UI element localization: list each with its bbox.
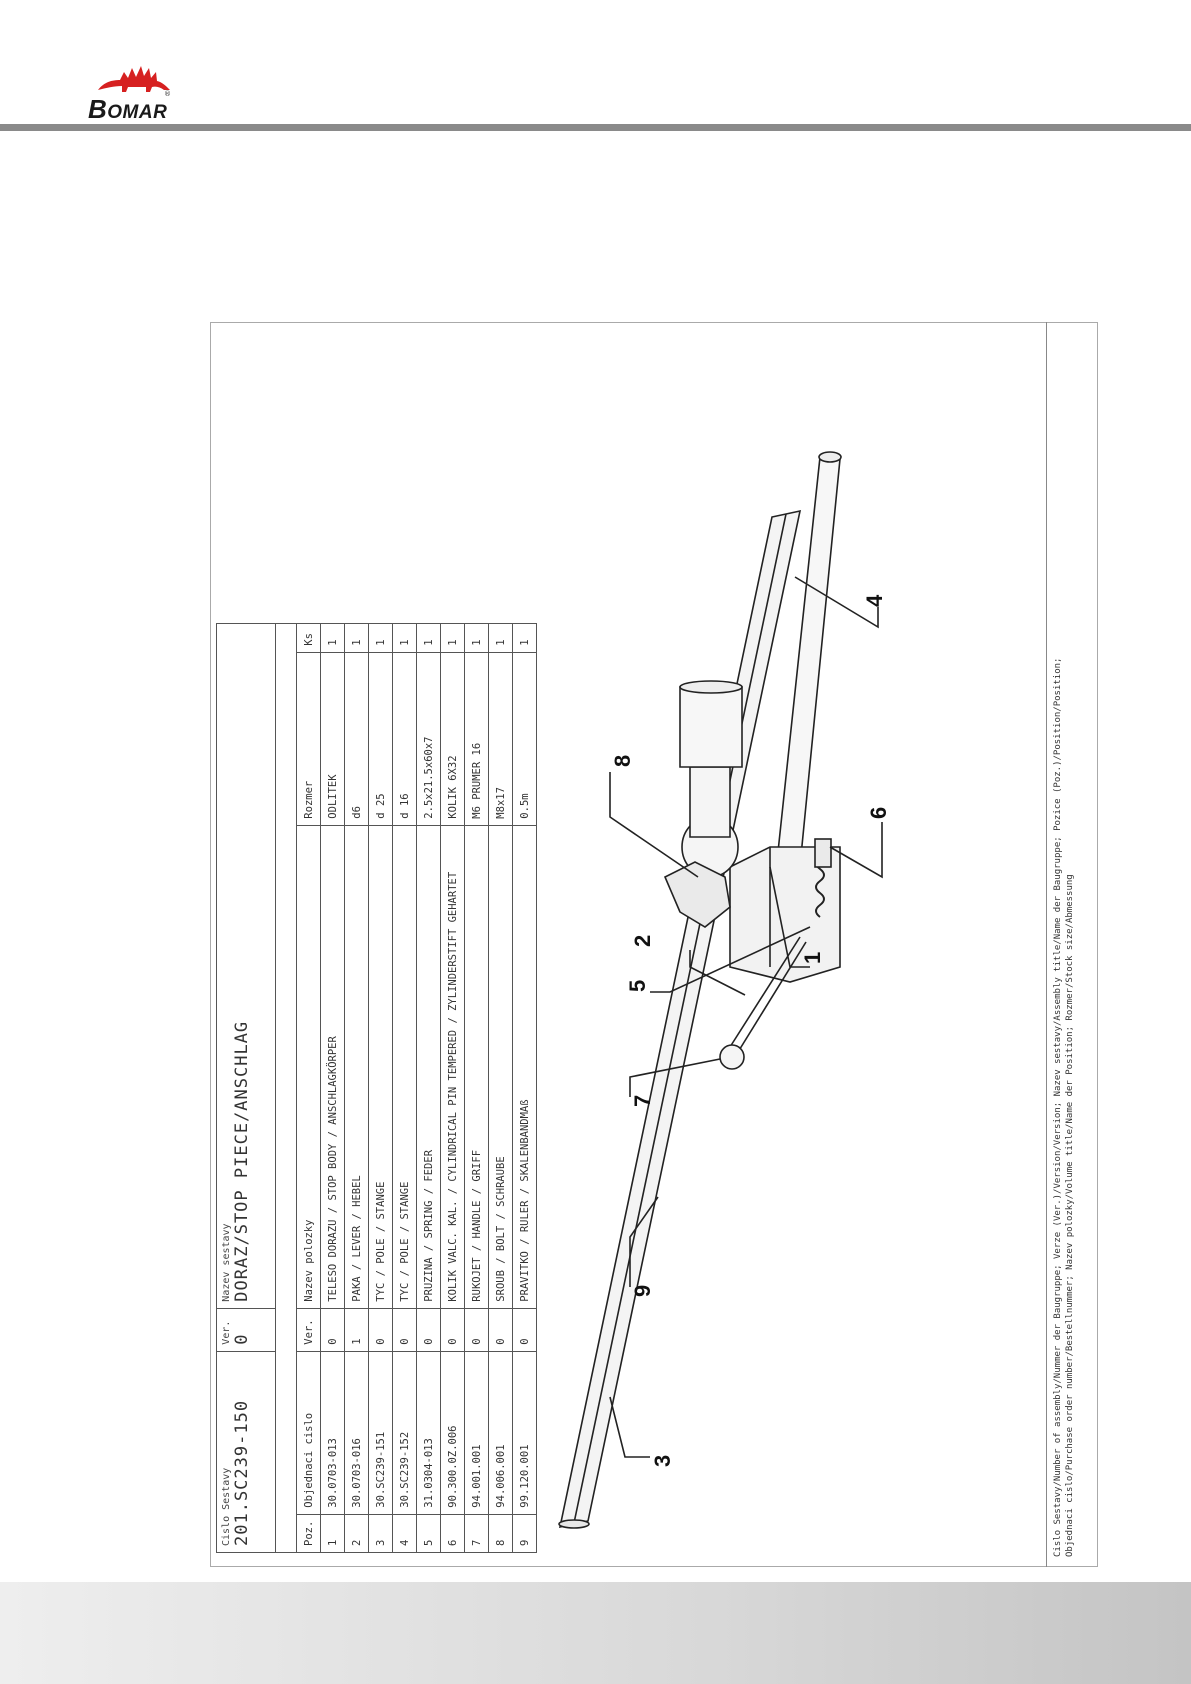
drawing-lines	[558, 451, 883, 1529]
drawing-sheet: Cislo Sestavy 201.SC239-150 Ver. 0 Nazev…	[210, 322, 1098, 1567]
callout-5: 5	[625, 980, 650, 992]
footer-band	[0, 1582, 1191, 1684]
callout-6: 6	[866, 807, 891, 819]
callout-3: 3	[650, 1455, 675, 1467]
legend-footnote: Cislo Sestavy/Number of assembly/Nummer …	[1052, 658, 1076, 1557]
stegosaurus-icon	[98, 66, 170, 92]
callout-2: 2	[630, 935, 655, 947]
callout-9: 9	[630, 1285, 655, 1297]
footnote-line-1: Cislo Sestavy/Number of assembly/Nummer …	[1053, 657, 1063, 1557]
logo-text: BOMAR	[88, 94, 168, 124]
registered-mark: ®	[164, 90, 171, 98]
callout-8: 8	[610, 755, 635, 767]
sheet-border	[210, 322, 1098, 1567]
footnote-rule	[1046, 322, 1047, 1567]
footnote-line-2: Objednaci cislo/Purchase order number/Be…	[1065, 874, 1075, 1557]
callout-labels: 4 6 8 1 2 5 7 3 9	[610, 594, 891, 1467]
header-rule	[0, 124, 1191, 131]
bomar-logo: BOMAR ®	[88, 60, 178, 124]
callout-7: 7	[630, 1095, 655, 1107]
assembly-drawing: 4 6 8 1 2 5 7 3 9	[558, 451, 891, 1529]
callout-1: 1	[800, 952, 825, 964]
rotated-sheet-content: Cislo Sestavy 201.SC239-150 Ver. 0 Nazev…	[210, 322, 1098, 1567]
callout-4: 4	[862, 594, 887, 607]
